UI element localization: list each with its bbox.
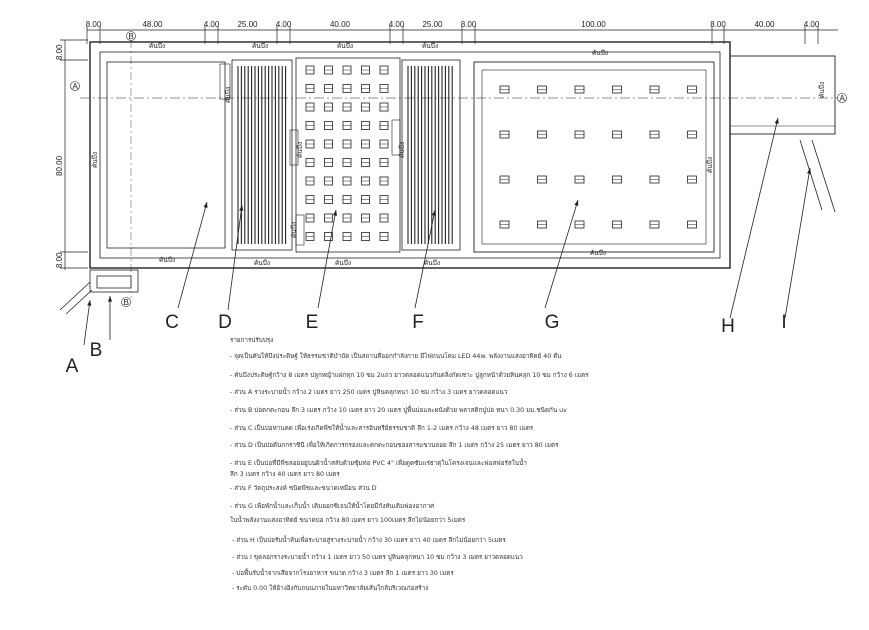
note-line: ในน้ำพลังงานแสงอาทิตย์ ขนาดบ่อ กว้าง 80 … bbox=[230, 517, 466, 524]
pond-e bbox=[289, 57, 401, 253]
bund-label: คันบึง bbox=[224, 87, 232, 103]
note-line: - ส่วน A รางระบายน้ำ กว้าง 2 เมตร ยาว 25… bbox=[230, 389, 508, 396]
top-dimension-label: 8.00 bbox=[86, 20, 102, 29]
zone-letters: AB C D E F G H I bbox=[66, 312, 787, 377]
pond-f bbox=[401, 59, 461, 251]
leader-line bbox=[544, 199, 579, 309]
top-dimension-label: 48.00 bbox=[142, 20, 163, 29]
grid-marker-a-left bbox=[70, 81, 80, 91]
sedimentation-pond-b bbox=[89, 269, 139, 293]
notes-heading: รายการปรับปรุง bbox=[230, 337, 274, 344]
note-line: - คันบึงประดิษฐ์กว้าง 8 เมตร ปลูกหญ้าแฝก… bbox=[230, 372, 589, 379]
leader-line bbox=[83, 299, 91, 346]
bund-labels: คันบึงคันบึงคันบึงคันบึงคันบึงคันบึงคันบ… bbox=[91, 42, 826, 267]
grid-marker-b-bottom bbox=[121, 297, 131, 307]
bund-label: คันบึง bbox=[424, 259, 440, 267]
bund-label: คันบึง bbox=[254, 259, 270, 267]
pond-c bbox=[106, 61, 231, 249]
pond-d bbox=[231, 59, 293, 251]
note-line: - ส่วน F วัตถุประสงค์ ชนิดพืชและขนาดเหมื… bbox=[230, 485, 377, 492]
top-dimension-label: 8.00 bbox=[461, 20, 477, 29]
bund-label: คันบึง bbox=[590, 249, 606, 257]
bund-label: คันบึง bbox=[159, 256, 175, 264]
top-dimension-label: 4.00 bbox=[389, 20, 405, 29]
zone-label: E bbox=[306, 312, 319, 333]
zone-label: B bbox=[90, 340, 103, 361]
drain-channel-a bbox=[59, 281, 93, 315]
grid-marker-a-right bbox=[837, 93, 847, 103]
site-boundary bbox=[89, 41, 731, 269]
zone-label: A bbox=[66, 356, 79, 377]
top-dimension-label: 25.00 bbox=[237, 20, 258, 29]
leader-line bbox=[227, 204, 243, 311]
bund-label: คันบึง bbox=[290, 222, 298, 238]
bund-label: คันบึง bbox=[91, 152, 99, 168]
leader-line bbox=[729, 117, 779, 319]
leader-line bbox=[177, 201, 208, 309]
note-line: - ระดับ 0.00 ให้อ้างอิงกับถนนภายในมหาวิท… bbox=[232, 585, 429, 592]
note-line: - ส่วน H เป็นบ่อรับน้ำล้นเพื่อระบายสู่รา… bbox=[232, 537, 506, 544]
note-line: - ส่วน B บ่อตกตะกอน ลึก 3 เมตร กว้าง 10 … bbox=[230, 407, 567, 414]
bund-label: คันบึง bbox=[422, 42, 438, 50]
overflow-pond-h bbox=[729, 55, 836, 135]
grid-marker-a-left-label: A bbox=[73, 82, 79, 91]
top-dimension-label: 25.00 bbox=[422, 20, 443, 29]
top-dimension-label: 40.00 bbox=[754, 20, 775, 29]
note-line: - ส่วน G เพื่อพักน้ำและเก็บน้ำ เติมออกซิ… bbox=[230, 503, 435, 510]
top-dimension-label: 8.00 bbox=[710, 20, 726, 29]
left-dimension-line bbox=[60, 39, 88, 270]
left-dim-bottom: 8.00 bbox=[55, 252, 64, 268]
note-line: - จุดเป็นคันให้บึงประดิษฐ์ ให้ธรรมชาติบำ… bbox=[230, 353, 562, 360]
top-dimension-line bbox=[86, 26, 838, 44]
zone-label: D bbox=[218, 312, 232, 333]
top-dimension-label: 4.00 bbox=[276, 20, 292, 29]
bund-label: คันบึง bbox=[296, 142, 304, 158]
note-line: ลึก 3 เมตร กว้าง 40 เมตร ยาว 80 เมตร bbox=[230, 471, 340, 478]
bund-label: คันบึง bbox=[818, 82, 826, 98]
bund-label: คันบึง bbox=[335, 259, 351, 267]
zone-label: I bbox=[781, 312, 786, 333]
leader-line bbox=[317, 209, 337, 309]
grid-marker-b-bottom-label: B bbox=[124, 298, 129, 307]
zone-label: H bbox=[721, 316, 735, 337]
note-line: - ส่วน C เป็นบ่อหานคด เพื่อเร่งเกิดพืชให… bbox=[230, 425, 534, 432]
note-line: - ส่วน E เป็นบ่อที่มีพืชลอยอยู่บนผิวน้ำส… bbox=[230, 460, 527, 467]
top-dimension-label: 100.00 bbox=[581, 20, 606, 29]
leader-line bbox=[414, 209, 436, 309]
grid-marker-b-top-label: B bbox=[129, 32, 134, 41]
top-dimension-label: 4.00 bbox=[204, 20, 220, 29]
zone-label: G bbox=[545, 312, 560, 333]
top-dimension-label: 40.00 bbox=[330, 20, 351, 29]
zone-label: F bbox=[412, 312, 424, 333]
leader-line bbox=[784, 167, 811, 319]
note-line: - ส่วน D เป็นบ่อต้นกกราชินี เพื่อให้เกิด… bbox=[230, 442, 559, 449]
zone-label: C bbox=[165, 312, 179, 333]
bund-label: คันบึง bbox=[252, 42, 268, 50]
grid-marker-a-right-label: A bbox=[840, 94, 846, 103]
left-dim-mid: 80.00 bbox=[55, 155, 64, 176]
top-dimension-label: 4.00 bbox=[804, 20, 820, 29]
pond-g bbox=[473, 61, 715, 253]
left-dim-top: 8.00 bbox=[55, 44, 64, 60]
zone-leader-lines bbox=[83, 117, 812, 346]
bund-label: คันบึง bbox=[337, 42, 353, 50]
drain-channel-i bbox=[799, 139, 836, 213]
note-line: - บ่อพื้นรับน้ำจากเสียจากโรงอาหาร ขนาด ก… bbox=[232, 570, 454, 577]
bund-label: คันบึง bbox=[149, 42, 165, 50]
top-dimension-labels: 8.00 48.00 4.00 25.00 4.00 40.00 4.00 25.00 8.00… bbox=[86, 20, 820, 29]
bund-label: คันบึง bbox=[398, 142, 406, 158]
bund-label: คันบึง bbox=[592, 49, 608, 57]
bund-label: คันบึง bbox=[706, 157, 714, 173]
note-line: - ส่วน I ขุดลอกรางระบายน้ำ กว้าง 1 เมตร … bbox=[232, 554, 523, 561]
